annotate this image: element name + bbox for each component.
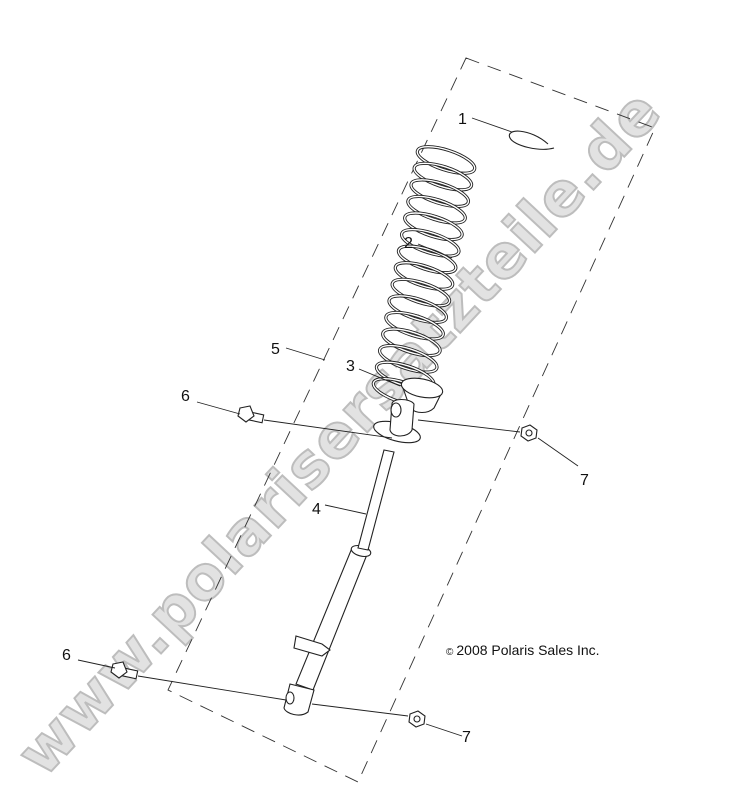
spring-coil — [397, 245, 457, 274]
callout-1: 1 — [458, 111, 467, 128]
leader-line — [425, 723, 463, 737]
leader-line — [196, 401, 241, 415]
spring-coil — [410, 179, 470, 208]
callout-4: 4 — [312, 501, 321, 518]
nut-lower — [408, 710, 426, 728]
callout-5: 5 — [271, 341, 280, 358]
retaining-ring — [508, 130, 555, 150]
spring-coil — [378, 344, 438, 373]
leader-line — [417, 243, 453, 259]
leader-line — [417, 419, 521, 433]
spring-coil — [407, 195, 466, 224]
copyright-symbol: © — [446, 647, 454, 658]
leader-line — [471, 117, 513, 133]
leader-line — [537, 437, 579, 467]
nut-upper — [520, 424, 538, 442]
leader-line — [358, 368, 401, 387]
callout-3: 3 — [346, 358, 355, 375]
leader-line — [137, 675, 287, 701]
spring-coil — [394, 262, 454, 290]
spring-coil — [404, 212, 463, 241]
bolt-lower — [110, 661, 139, 680]
spring-coil — [385, 311, 444, 340]
assembly-outline — [167, 57, 656, 783]
leader-line — [324, 504, 367, 515]
spring-coil — [382, 328, 441, 357]
spring-coil — [388, 295, 448, 324]
callout-7-upper: 7 — [580, 472, 589, 489]
watermark: www.polarisersatzteile.de — [4, 77, 675, 790]
copyright-notice: ©2008 Polaris Sales Inc. — [446, 642, 600, 658]
leader-line — [311, 703, 409, 717]
spring-seat — [400, 377, 444, 414]
leader-line — [285, 347, 326, 361]
spring-coil — [400, 228, 460, 257]
leader-line — [77, 659, 116, 669]
spring-coil — [416, 146, 476, 174]
spring-coil — [413, 162, 473, 191]
callout-7-lower: 7 — [462, 729, 471, 746]
bolt-upper — [237, 405, 265, 424]
callout-6-lower: 6 — [62, 647, 71, 664]
callout-6-upper: 6 — [181, 388, 190, 405]
copyright-text: 2008 Polaris Sales Inc. — [456, 642, 599, 658]
callout-2: 2 — [404, 235, 413, 252]
leader-line — [263, 419, 393, 439]
spring-coil — [391, 278, 451, 307]
